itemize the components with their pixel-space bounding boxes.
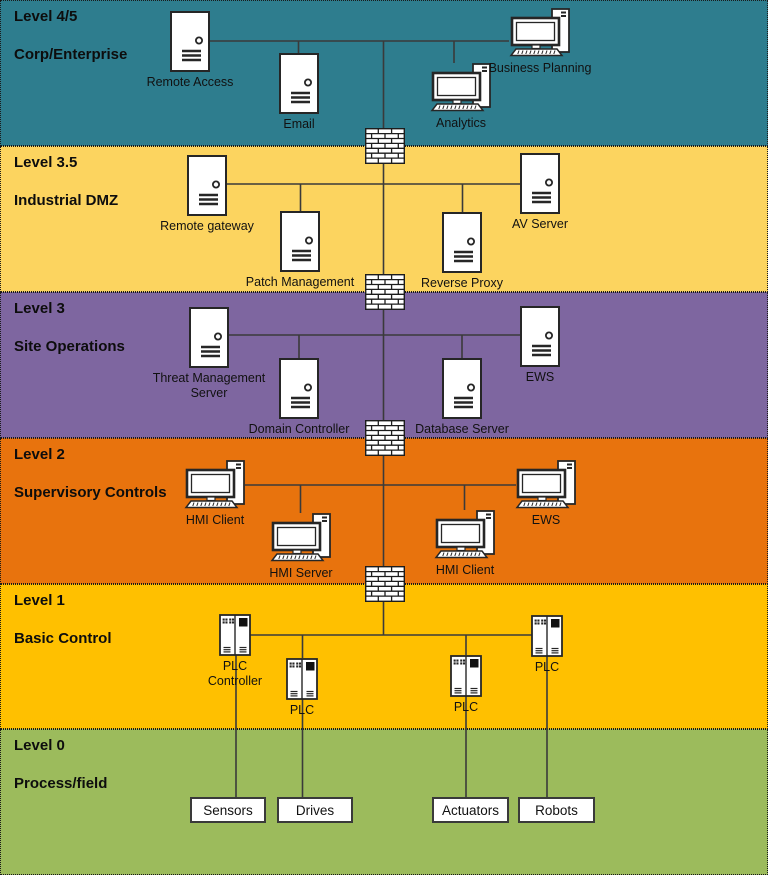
band-level-label: Level 3	[14, 300, 65, 317]
fieldbox-sensors: Sensors	[190, 797, 266, 823]
fieldbox-label: Drives	[295, 802, 335, 818]
band-name-label: Process/field	[14, 775, 108, 792]
fieldbox-drives: Drives	[277, 797, 353, 823]
fieldbox-actuators: Actuators	[432, 797, 509, 823]
band-level-label: Level 2	[14, 446, 65, 463]
band-title: Level 0 Process/field	[14, 737, 107, 793]
band-level-label: Level 0	[14, 737, 65, 754]
firewall-icon	[365, 274, 405, 310]
band-level-4-5: Level 4/5 Corp/Enterprise	[0, 0, 768, 146]
band-title: Level 2 Supervisory Controls	[14, 446, 167, 502]
band-name-label: Corp/Enterprise	[14, 46, 128, 63]
band-title: Level 1 Basic Control	[14, 592, 112, 648]
band-level-2: Level 2 Supervisory Controls	[0, 438, 768, 584]
band-name-label: Basic Control	[14, 630, 112, 647]
band-level-label: Level 3.5	[14, 154, 78, 171]
band-title: Level 3 Site Operations	[14, 300, 125, 356]
band-level-label: Level 1	[14, 592, 65, 609]
band-level-1: Level 1 Basic Control	[0, 584, 768, 729]
band-name-label: Industrial DMZ	[14, 192, 119, 209]
firewall-icon	[365, 420, 405, 456]
band-level-3-5: Level 3.5 Industrial DMZ	[0, 146, 768, 292]
band-name-label: Site Operations	[14, 338, 125, 355]
band-title: Level 3.5 Industrial DMZ	[14, 154, 118, 210]
fieldbox-robots: Robots	[518, 797, 595, 823]
fieldbox-label: Sensors	[203, 802, 253, 818]
fieldbox-label: Robots	[535, 802, 578, 818]
band-title: Level 4/5 Corp/Enterprise	[14, 8, 127, 64]
band-level-0: Level 0 Process/field	[0, 729, 768, 875]
band-name-label: Supervisory Controls	[14, 484, 167, 501]
firewall-icon	[365, 566, 405, 602]
firewall-icon	[365, 128, 405, 164]
band-level-3: Level 3 Site Operations	[0, 292, 768, 438]
band-level-label: Level 4/5	[14, 8, 78, 25]
fieldbox-label: Actuators	[441, 802, 500, 818]
